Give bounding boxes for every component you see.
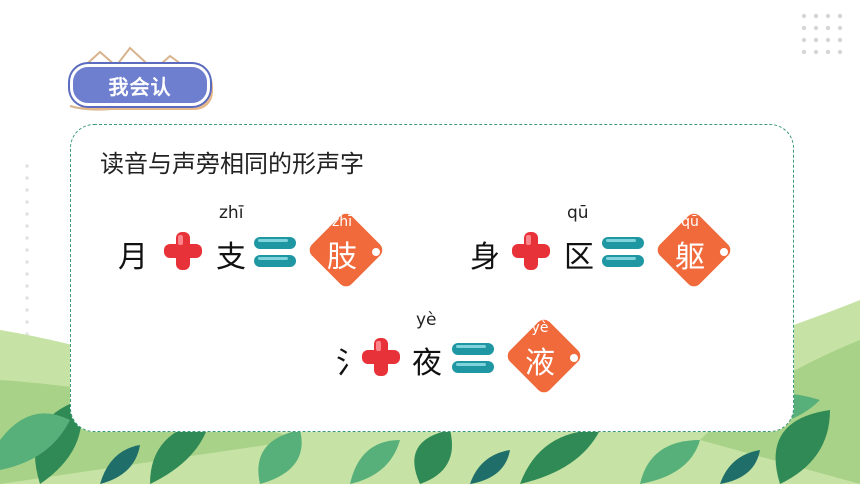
result-pinyin: zhī (331, 214, 353, 230)
phonetic-character: 夜 (412, 346, 442, 381)
equals-icon (452, 343, 494, 373)
plus-icon (512, 232, 550, 270)
phonetic-pinyin: zhī (219, 203, 244, 223)
phonetic-pinyin: yè (416, 310, 437, 330)
content-card (70, 124, 794, 432)
result-character: 躯 (675, 240, 705, 275)
result-pinyin: yè (531, 320, 549, 336)
phonetic-pinyin: qū (567, 203, 589, 223)
radical-character: 月 (118, 240, 148, 275)
radical-character: 身 (470, 240, 500, 275)
plus-icon (362, 338, 400, 376)
dot-grid-decoration (801, 13, 843, 54)
diamond-tag-icon (507, 319, 581, 393)
equals-icon (254, 237, 296, 267)
diamond-tag-icon (657, 213, 731, 287)
card-heading: 读音与声旁相同的形声字 (100, 150, 364, 178)
result-character: 液 (525, 346, 555, 381)
phonetic-character: 支 (216, 240, 246, 275)
dot-column-decoration (25, 164, 29, 348)
section-badge: 我会认 (70, 64, 210, 106)
phonetic-character: 区 (564, 240, 594, 275)
result-pinyin: qū (681, 214, 699, 230)
plus-icon (164, 232, 202, 270)
radical-character: 氵 (336, 346, 366, 381)
equals-icon (602, 237, 644, 267)
diamond-tag-icon (309, 213, 383, 287)
result-character: 肢 (327, 240, 357, 275)
